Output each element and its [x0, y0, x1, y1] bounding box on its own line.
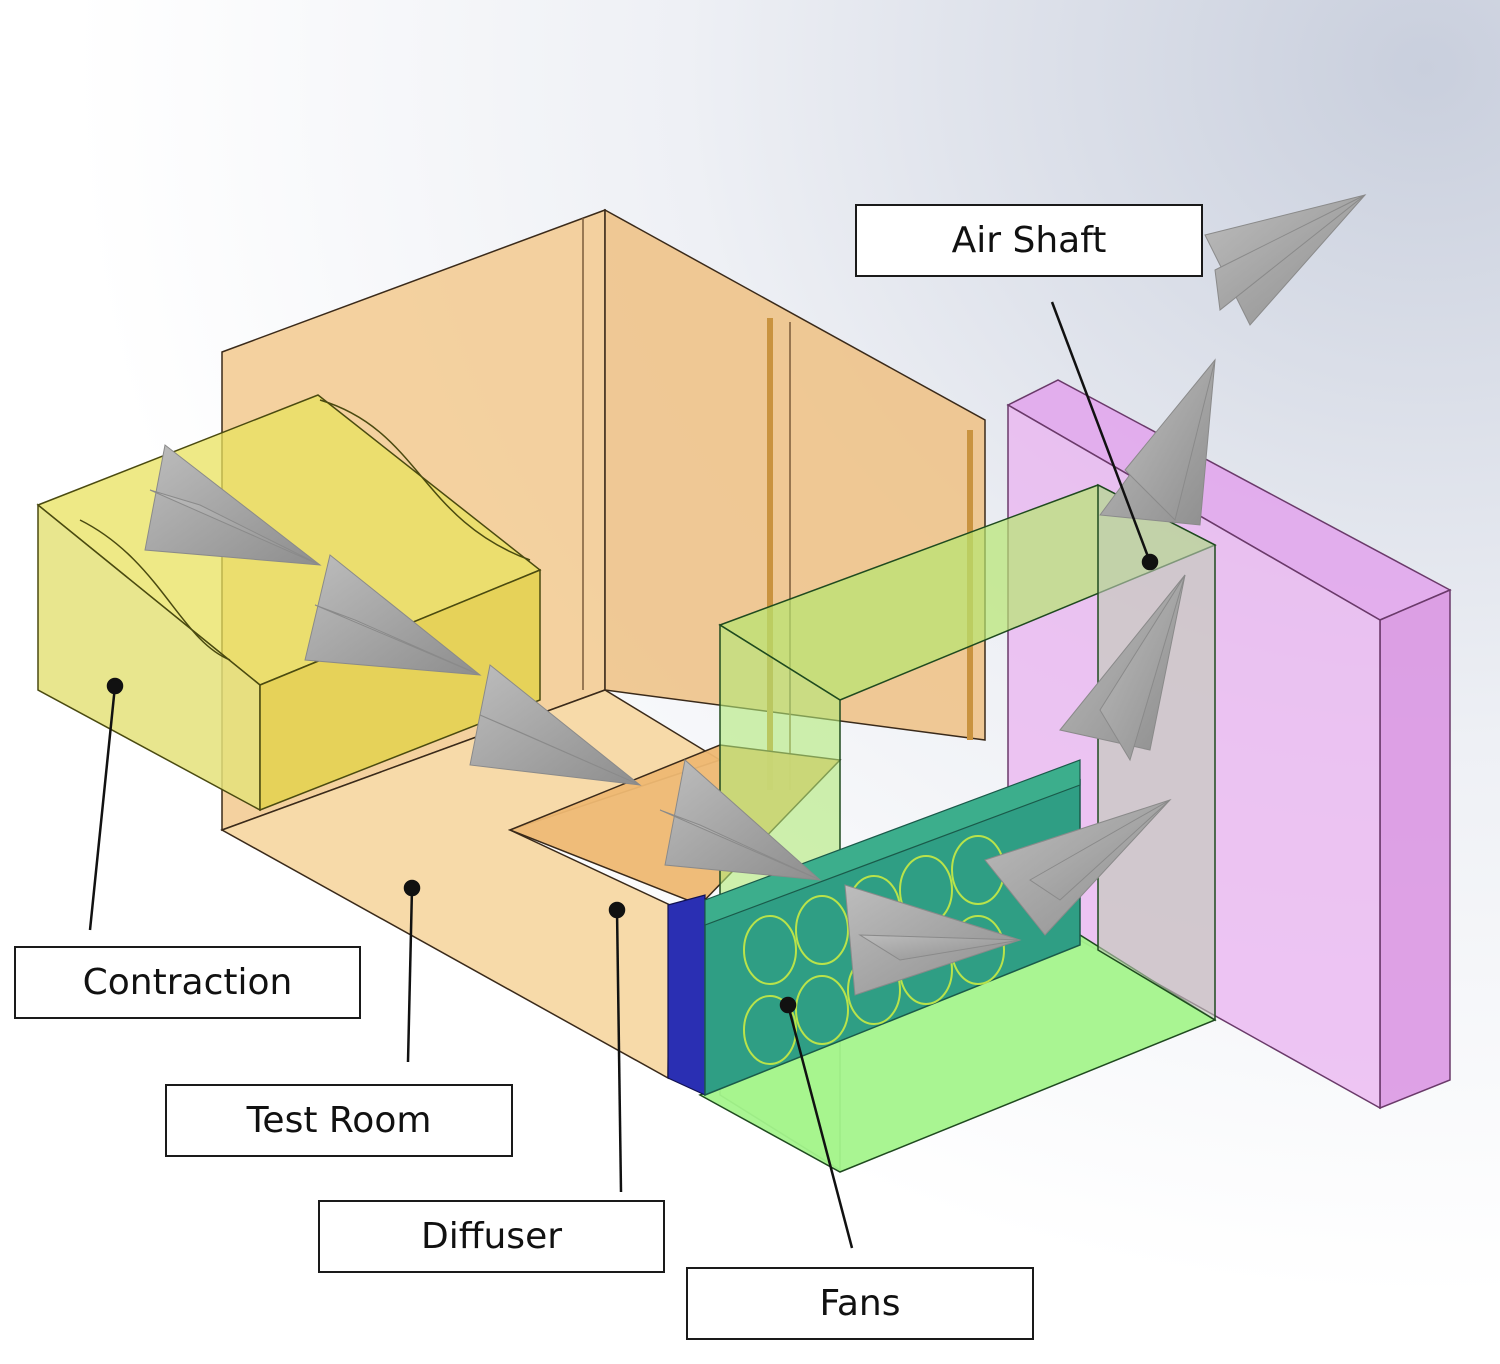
fans-dot	[779, 996, 797, 1014]
label-air-shaft: Air Shaft	[855, 204, 1203, 277]
air-shaft-dot	[1141, 553, 1159, 571]
contraction-dot	[106, 677, 124, 695]
label-test-room-text: Test Room	[246, 1100, 432, 1141]
label-fans-text: Fans	[819, 1283, 901, 1324]
flow-arrow	[1059, 574, 1186, 762]
label-diffuser: Diffuser	[318, 1200, 665, 1273]
diffuser-dot	[608, 901, 626, 919]
flow-arrow	[984, 798, 1172, 936]
flow-arrow	[469, 664, 642, 786]
fans-leader	[786, 1004, 854, 1249]
leader-lines	[88, 301, 1159, 1249]
flow-arrow	[144, 444, 322, 566]
contraction-leader	[88, 685, 117, 931]
flow-arrow	[659, 759, 822, 881]
flow-arrow	[1099, 358, 1216, 526]
flow-arrows	[144, 194, 1367, 996]
fan-side-strip	[667, 894, 706, 1096]
test-room-leader	[406, 887, 414, 1063]
label-contraction-text: Contraction	[82, 962, 293, 1003]
label-diffuser-text: Diffuser	[420, 1216, 563, 1257]
flow-arrow	[304, 554, 482, 676]
label-fans: Fans	[686, 1267, 1034, 1340]
flow-arrow	[844, 884, 1022, 996]
diffuser-leader	[615, 909, 623, 1193]
test-room-dot	[403, 879, 421, 897]
label-test-room: Test Room	[165, 1084, 513, 1157]
label-air-shaft-text: Air Shaft	[951, 220, 1107, 261]
air-shaft-leader	[1050, 301, 1152, 563]
label-contraction: Contraction	[14, 946, 361, 1019]
flow-arrow	[1204, 194, 1367, 326]
